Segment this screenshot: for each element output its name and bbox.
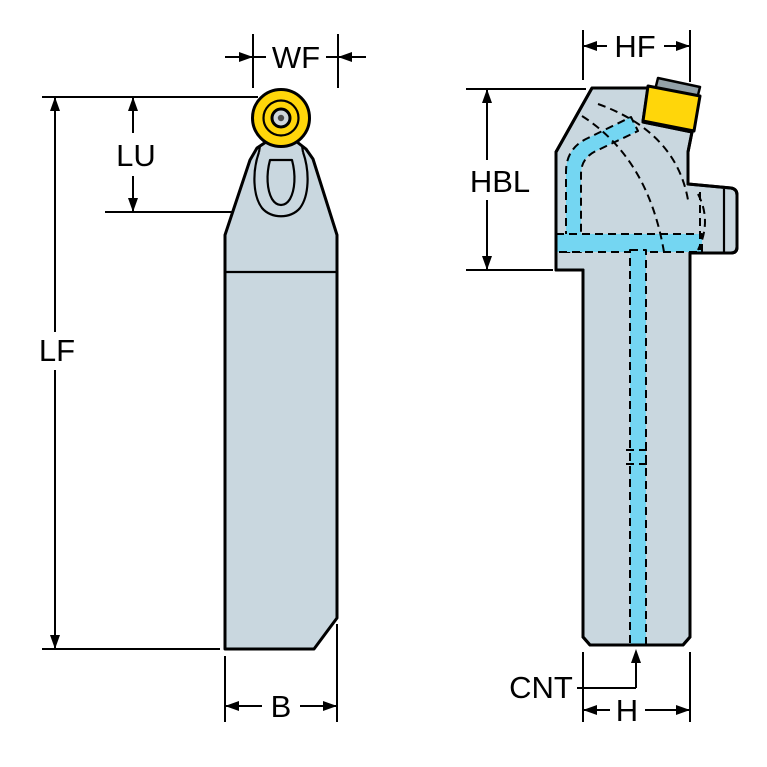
lu-label: LU [116,138,156,173]
arrowhead [482,89,492,103]
arrowhead [128,198,138,212]
coolant-cross-channel [555,233,703,253]
h-dimension: H [582,652,691,728]
round-insert [251,88,311,148]
b-dimension: B [224,624,338,724]
arrowhead [338,52,352,62]
front-view: WF LU LF B [39,34,366,724]
arrowhead [676,41,690,51]
hf-label: HF [614,29,655,64]
cnt-callout: CNT [509,649,641,705]
h-label: H [616,693,638,728]
clamp-screw-center [277,114,285,122]
arrowhead [676,705,690,715]
lf-dimension: LF [39,97,220,650]
lf-label: LF [39,333,75,368]
clamp-boss [697,189,726,252]
b-label: B [271,689,292,724]
hbl-dimension: HBL [466,88,586,271]
coolant-main-channel [629,249,647,646]
arrowhead [239,52,253,62]
hidden-duct-curve [597,103,689,201]
boss-hidden-arc [697,193,706,251]
front-body [223,140,339,651]
hf-dimension: HF [582,29,691,82]
arrowhead [225,701,239,711]
side-insert [641,84,702,133]
arrowhead [583,705,597,715]
arrowhead [583,41,597,51]
hidden-duct-curve [581,115,665,253]
hbl-label: HBL [470,164,530,199]
arrowhead [128,97,138,111]
coolant-branch-up [565,116,639,253]
cnt-label: CNT [509,670,573,705]
wf-label: WF [272,40,320,75]
arrowhead [50,97,60,111]
arrowhead [50,635,60,649]
insert-pocket [253,145,309,218]
arrowhead [631,649,641,663]
insert-inner-ring [262,99,300,137]
arrowhead [323,701,337,711]
side-view: HF HBL CNT H [466,29,739,728]
side-body-outline [554,86,739,647]
arrowhead [482,256,492,270]
wf-dimension: WF [225,34,366,88]
lu-dimension: LU [42,96,258,213]
